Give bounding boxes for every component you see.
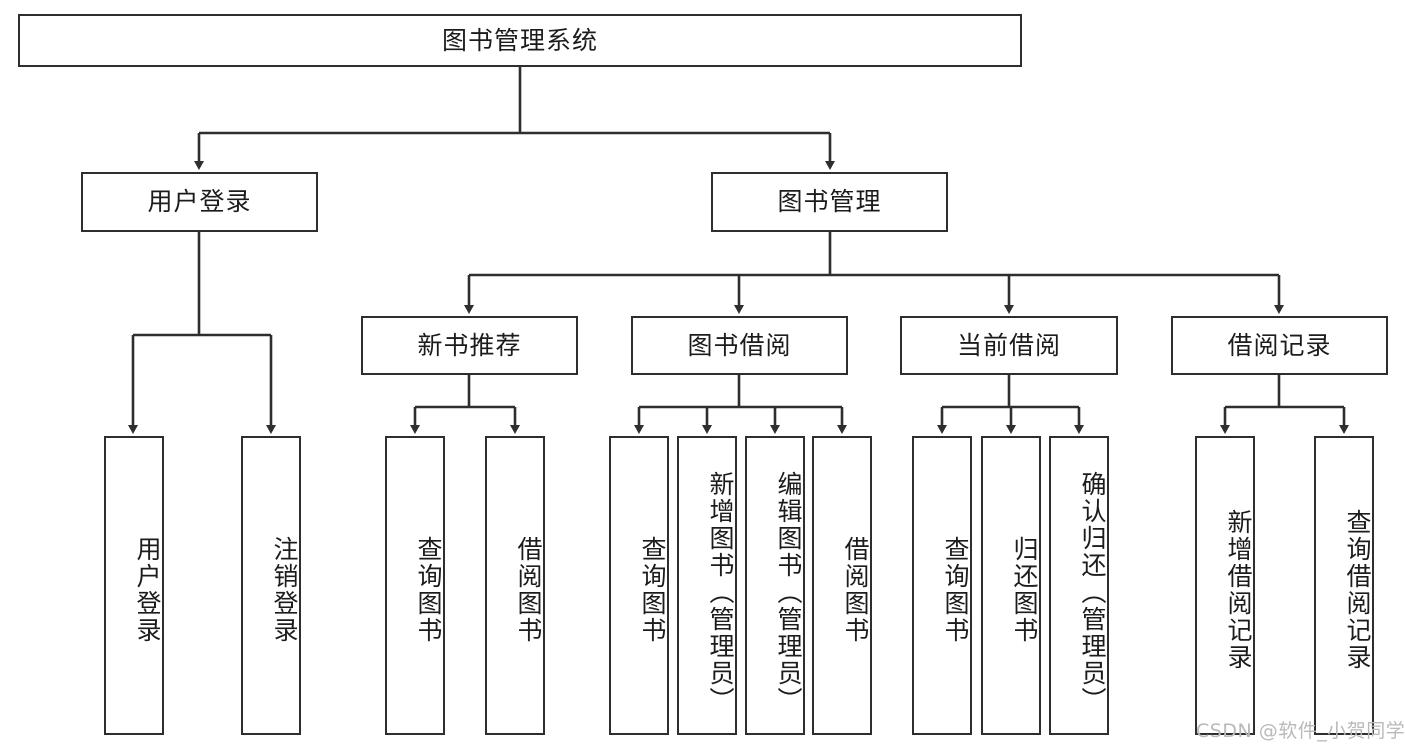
node-root-title[interactable]: 图书管理系统 (18, 14, 1022, 67)
node-leaf-query-book-3[interactable]: 查询图书 (912, 436, 972, 735)
node-new-book-recommend[interactable]: 新书推荐 (361, 316, 578, 375)
node-leaf-add-borrow-record[interactable]: 新增借阅记录 (1195, 436, 1255, 735)
node-leaf-confirm-return-admin[interactable]: 确认归还（管理员） (1049, 436, 1109, 735)
node-current-borrow[interactable]: 当前借阅 (900, 316, 1118, 375)
node-leaf-edit-book-admin[interactable]: 编辑图书（管理员） (745, 436, 805, 735)
node-leaf-borrow-book-2[interactable]: 借阅图书 (812, 436, 872, 735)
node-leaf-add-book-admin[interactable]: 新增图书（管理员） (677, 436, 737, 735)
node-leaf-return-book[interactable]: 归还图书 (981, 436, 1041, 735)
node-leaf-borrow-book-1[interactable]: 借阅图书 (485, 436, 545, 735)
node-leaf-logout-login[interactable]: 注销登录 (241, 436, 301, 735)
node-leaf-query-book-2[interactable]: 查询图书 (609, 436, 669, 735)
node-leaf-user-login[interactable]: 用户登录 (104, 436, 164, 735)
node-book-borrow[interactable]: 图书借阅 (631, 316, 848, 375)
node-leaf-query-borrow-record[interactable]: 查询借阅记录 (1314, 436, 1374, 735)
node-leaf-query-book-1[interactable]: 查询图书 (385, 436, 445, 735)
node-book-management[interactable]: 图书管理 (711, 172, 948, 232)
csdn-watermark: CSDN @软件_小贺同学 (1196, 720, 1405, 742)
node-user-login[interactable]: 用户登录 (81, 172, 318, 232)
node-borrow-record[interactable]: 借阅记录 (1171, 316, 1388, 375)
